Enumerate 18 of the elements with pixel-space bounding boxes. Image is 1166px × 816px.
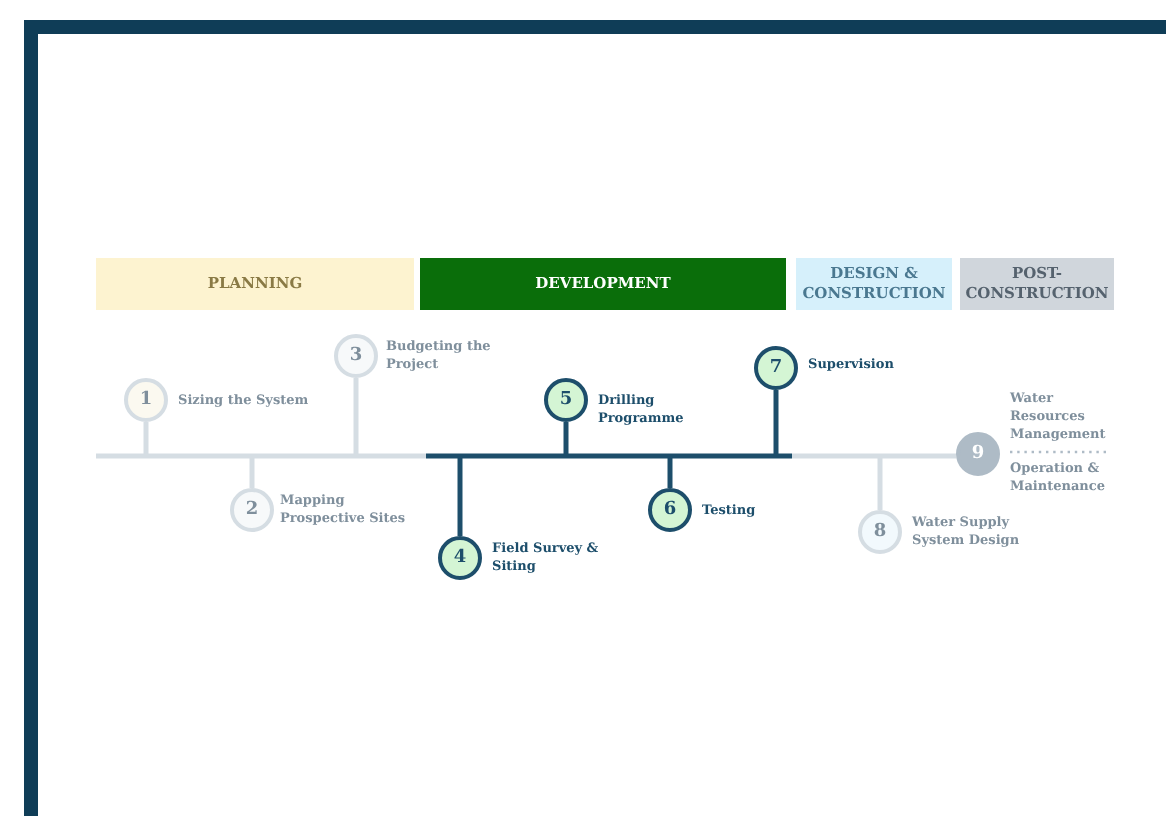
timeline-stem [353, 378, 359, 456]
milestone-circle: 4 [438, 536, 482, 580]
timeline-stem [249, 456, 255, 488]
timeline-stem [563, 422, 569, 456]
milestone-circle: 7 [754, 346, 798, 390]
timeline-stem [877, 456, 883, 510]
milestone-circle: 2 [230, 488, 274, 532]
timeline-axis [96, 453, 956, 459]
timeline-stem [773, 390, 779, 456]
milestone-circle: 1 [124, 378, 168, 422]
timeline-stem [143, 422, 149, 456]
milestone-circle: 8 [858, 510, 902, 554]
milestone-circle: 3 [334, 334, 378, 378]
milestone-circle: 5 [544, 378, 588, 422]
milestone-circle: 9 [956, 432, 1000, 476]
timeline-stem [667, 456, 673, 488]
timeline-stem [457, 456, 463, 536]
milestone-circle: 6 [648, 488, 692, 532]
